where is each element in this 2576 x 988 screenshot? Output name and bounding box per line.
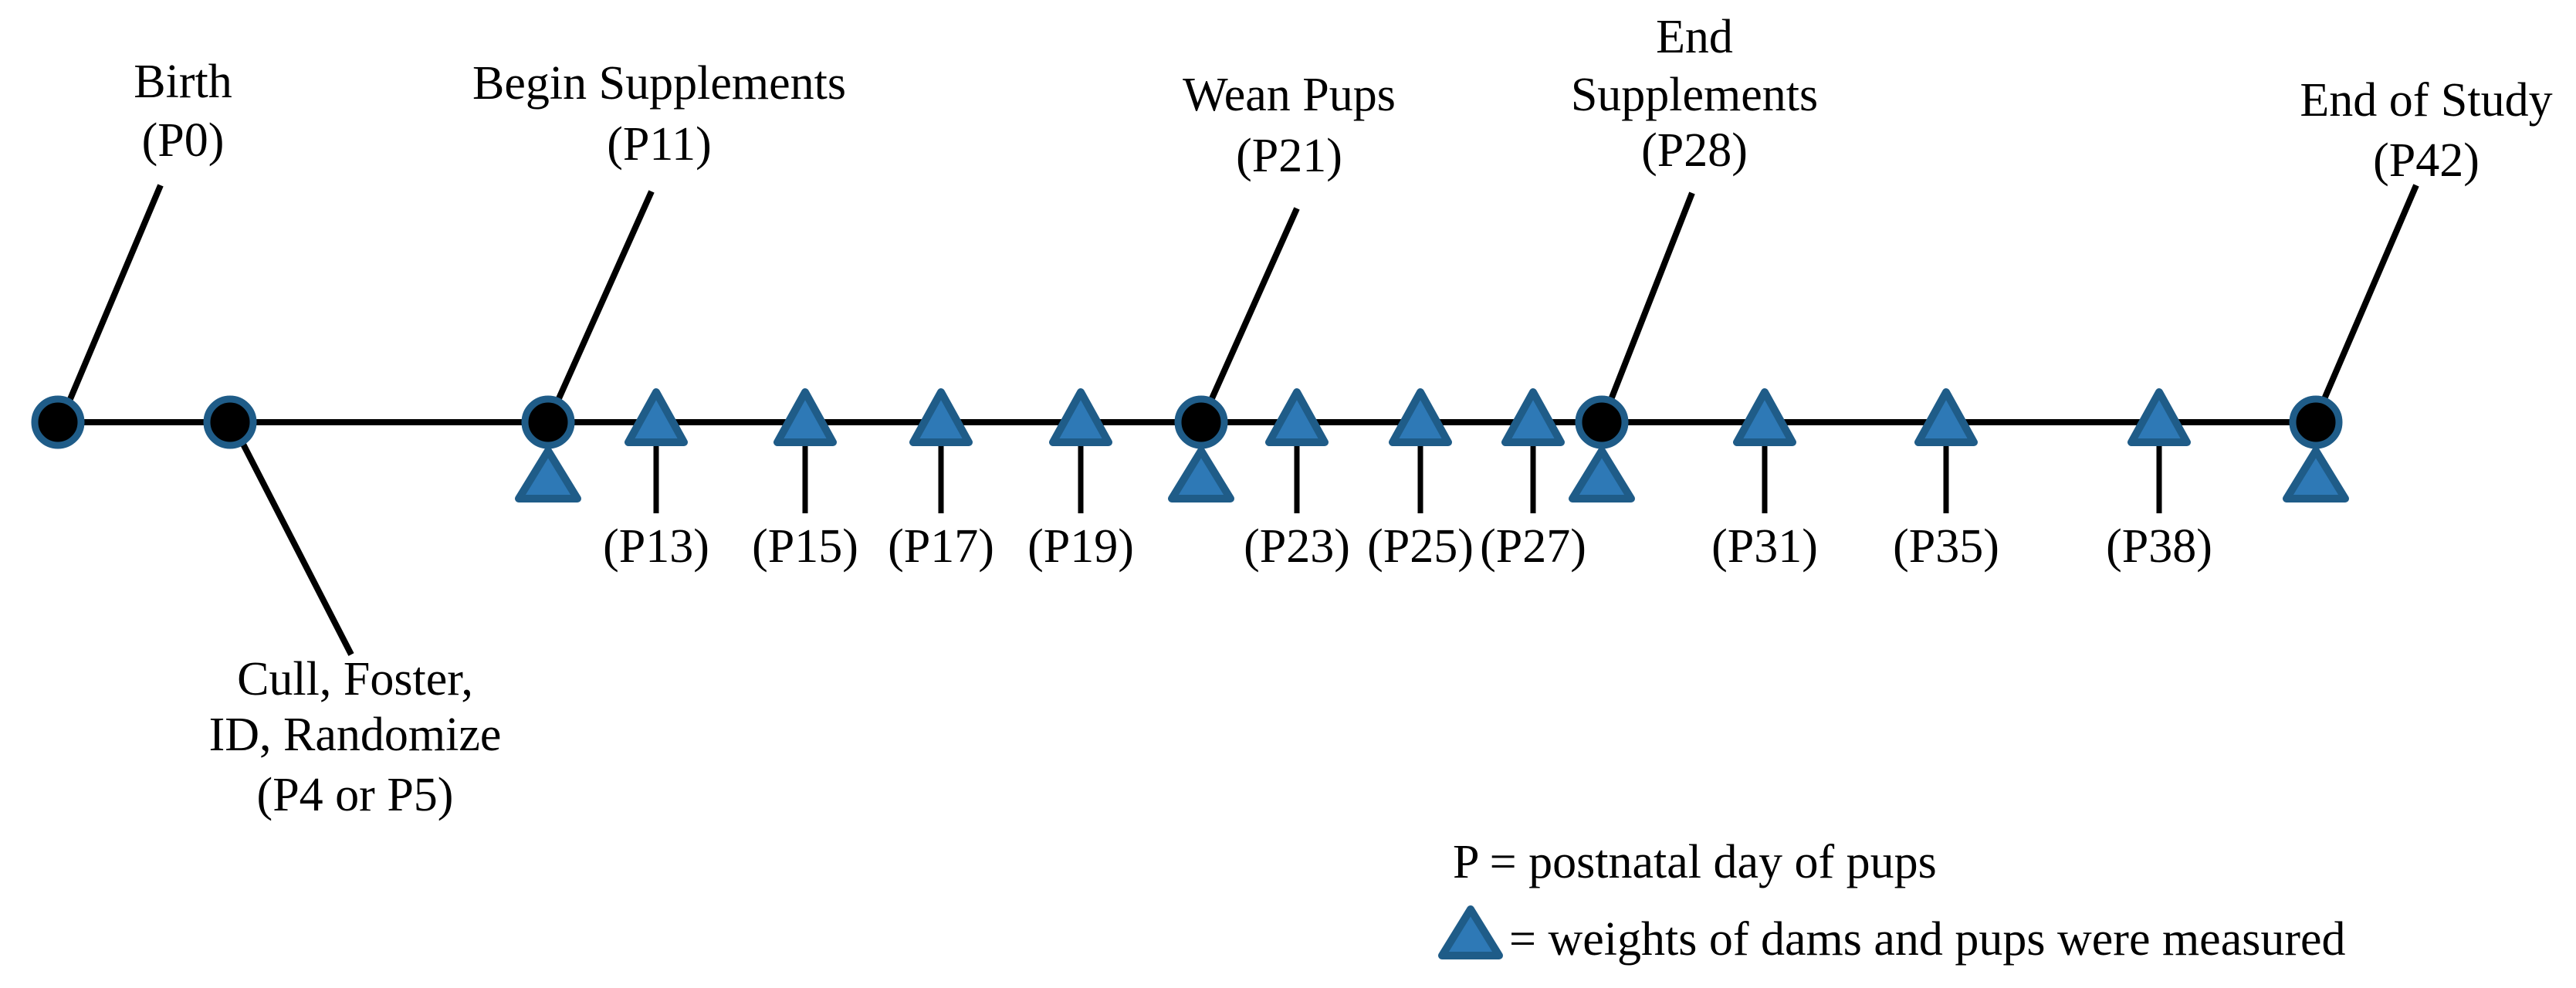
measurement-triangle-icon (1049, 388, 1112, 446)
event-label-begin-supplements-line0: Begin Supplements (472, 57, 846, 110)
tick-label-6: (P27) (1480, 520, 1586, 573)
tick-label-9: (P38) (2106, 520, 2212, 573)
event-label-birth-line1: (P0) (142, 114, 225, 167)
legend: P = postnatal day of pups = weights of d… (1438, 836, 2346, 966)
event-dot-birth (31, 395, 85, 449)
event-label-cull-foster-line0: Cull, Foster, (237, 653, 473, 705)
measurement-triangle-icon (773, 388, 837, 446)
measurement-triangle-icon (1569, 447, 1635, 502)
legend-triangle-definition: = weights of dams and pups were measured (1509, 913, 2346, 966)
tick-label-8: (P35) (1893, 520, 1999, 573)
event-label-begin-supplements-line1: (P11) (607, 118, 711, 171)
leader-line-begin-supplements (547, 190, 655, 421)
measurement-triangle-icon (1389, 388, 1452, 446)
legend-measurement-triangle-icon (1438, 905, 1503, 959)
event-label-wean-pups-line0: Wean Pups (1183, 69, 1396, 121)
measurement-triangle-icon (909, 388, 973, 446)
leader-line-wean-pups (1200, 207, 1300, 421)
event-label-cull-foster-line2: (P4 or P5) (257, 769, 454, 821)
event-dot-end-supplements (1575, 395, 1629, 449)
measurement-triangle-icon (1501, 388, 1565, 446)
event-dot-cull-foster (203, 395, 257, 449)
leader-line-birth (59, 184, 164, 421)
tick-label-7: (P31) (1711, 520, 1818, 573)
measurement-triangle-icon (1265, 388, 1329, 446)
measurement-triangle-icon (1914, 388, 1978, 446)
event-label-wean-pups-line1: (P21) (1236, 130, 1342, 182)
tick-label-3: (P19) (1027, 520, 1134, 573)
measurement-triangle-icon (625, 388, 688, 446)
event-label-end-supplements-line1: Supplements (1571, 69, 1818, 121)
tick-label-1: (P15) (752, 520, 858, 573)
measurement-triangle-icon (515, 447, 581, 502)
leader-line-end-supplements (1600, 191, 1695, 421)
measurement-triangle-icon (2283, 447, 2349, 502)
leader-line-cull-foster (231, 425, 354, 656)
event-label-birth-line0: Birth (134, 56, 232, 108)
measurement-triangle-icon (2127, 388, 2191, 446)
event-label-cull-foster-line1: ID, Randomize (209, 709, 502, 761)
event-label-end-supplements-line2: (P28) (1641, 124, 1748, 177)
tick-label-5: (P25) (1367, 520, 1474, 573)
event-dot-end-of-study (2289, 395, 2343, 449)
event-label-end-of-study-line1: (P42) (2373, 134, 2480, 187)
event-dot-wean-pups (1174, 395, 1228, 449)
tick-label-4: (P23) (1244, 520, 1350, 573)
event-label-end-supplements-line0: End (1656, 11, 1733, 63)
tick-label-0: (P13) (603, 520, 709, 573)
timeline-generated-content: (P13) (P15) (P17) (P19) (P23) (P25)(P27) (P31)… (31, 11, 2553, 821)
measurement-triangle-icon (1168, 447, 1234, 502)
event-dot-begin-supplements (521, 395, 575, 449)
legend-p-definition: P = postnatal day of pups (1453, 836, 1937, 888)
measurement-triangle-icon (1733, 388, 1796, 446)
tick-label-2: (P17) (888, 520, 994, 573)
event-label-end-of-study-line0: End of Study (2300, 74, 2552, 127)
leader-line-end-of-study (2314, 184, 2419, 418)
